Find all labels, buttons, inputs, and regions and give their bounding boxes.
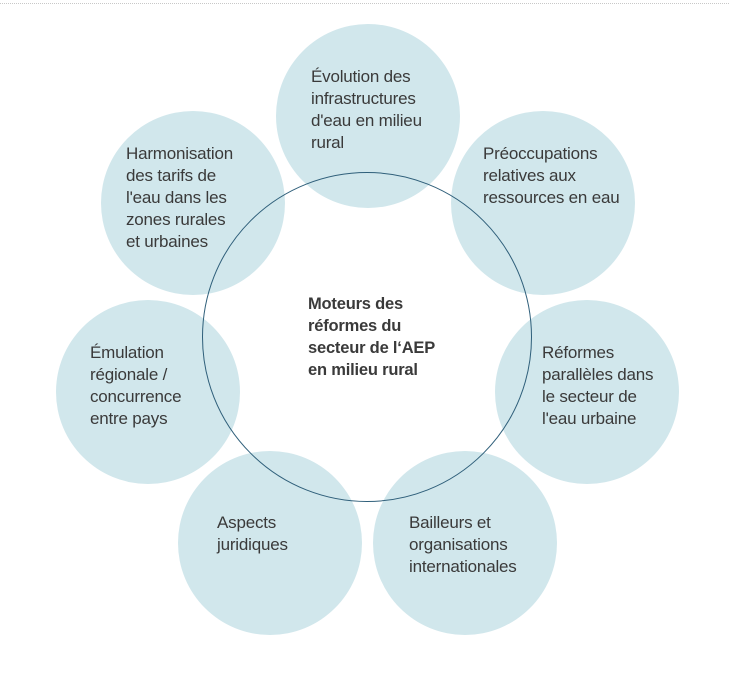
- label-legal: Aspects juridiques: [217, 513, 288, 554]
- top-divider: [0, 3, 729, 4]
- label-infrastructure: Évolution des infrastructures d'eau en m…: [311, 67, 422, 152]
- label-tariff-harmonisation: Harmonisation des tarifs de l'eau dans l…: [126, 144, 234, 251]
- hub-circle: [202, 172, 532, 502]
- hub-title: Moteurs des réformes du secteur de l‘AEP…: [308, 295, 436, 379]
- label-water-resources: Préoccupations relatives aux ressources …: [483, 144, 620, 207]
- label-donors: Bailleurs et organisations international…: [409, 513, 517, 576]
- label-regional-emulation: Émulation régionale / concurrence entre …: [90, 343, 182, 428]
- label-urban-reforms: Réformes parallèles dans le secteur de l…: [542, 343, 654, 428]
